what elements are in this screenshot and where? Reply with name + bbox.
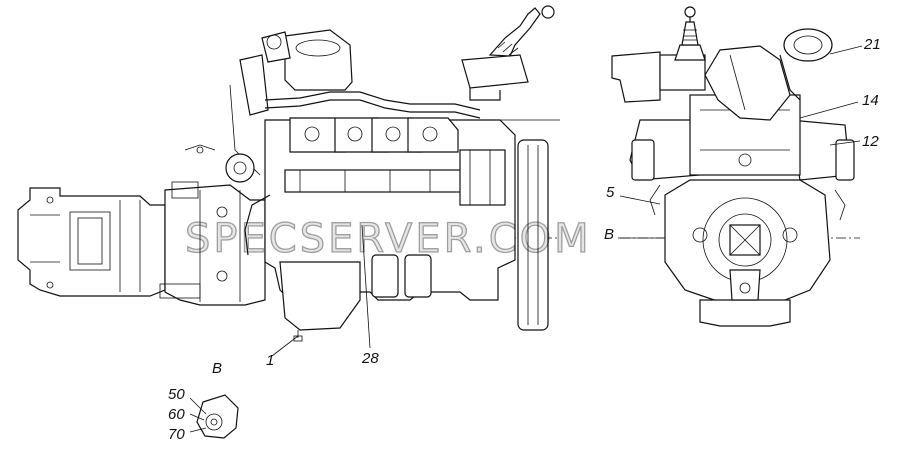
callout-5: 5 (606, 184, 615, 201)
callout-12: 12 (862, 133, 879, 150)
view-label-b: B (212, 360, 223, 377)
leader-14 (799, 101, 859, 119)
leader-12 (829, 140, 861, 146)
view-marker-b-front: B (604, 226, 615, 243)
callout-70: 70 (168, 426, 185, 443)
watermark-text: SPECSERVER.COM (184, 215, 592, 262)
leader-28 (361, 224, 371, 349)
callout-50: 50 (168, 386, 185, 403)
engine-side-view (17, 5, 560, 342)
callout-14: 14 (862, 92, 879, 109)
callout-1: 1 (266, 352, 275, 369)
leader-5 (619, 195, 661, 205)
callout-60: 60 (168, 406, 185, 423)
callout-21: 21 (864, 36, 881, 53)
detail-view-b (189, 394, 239, 439)
engine-front-view (611, 6, 860, 327)
leader-1 (271, 335, 299, 357)
callout-28: 28 (362, 350, 379, 367)
leader-21 (829, 45, 863, 55)
